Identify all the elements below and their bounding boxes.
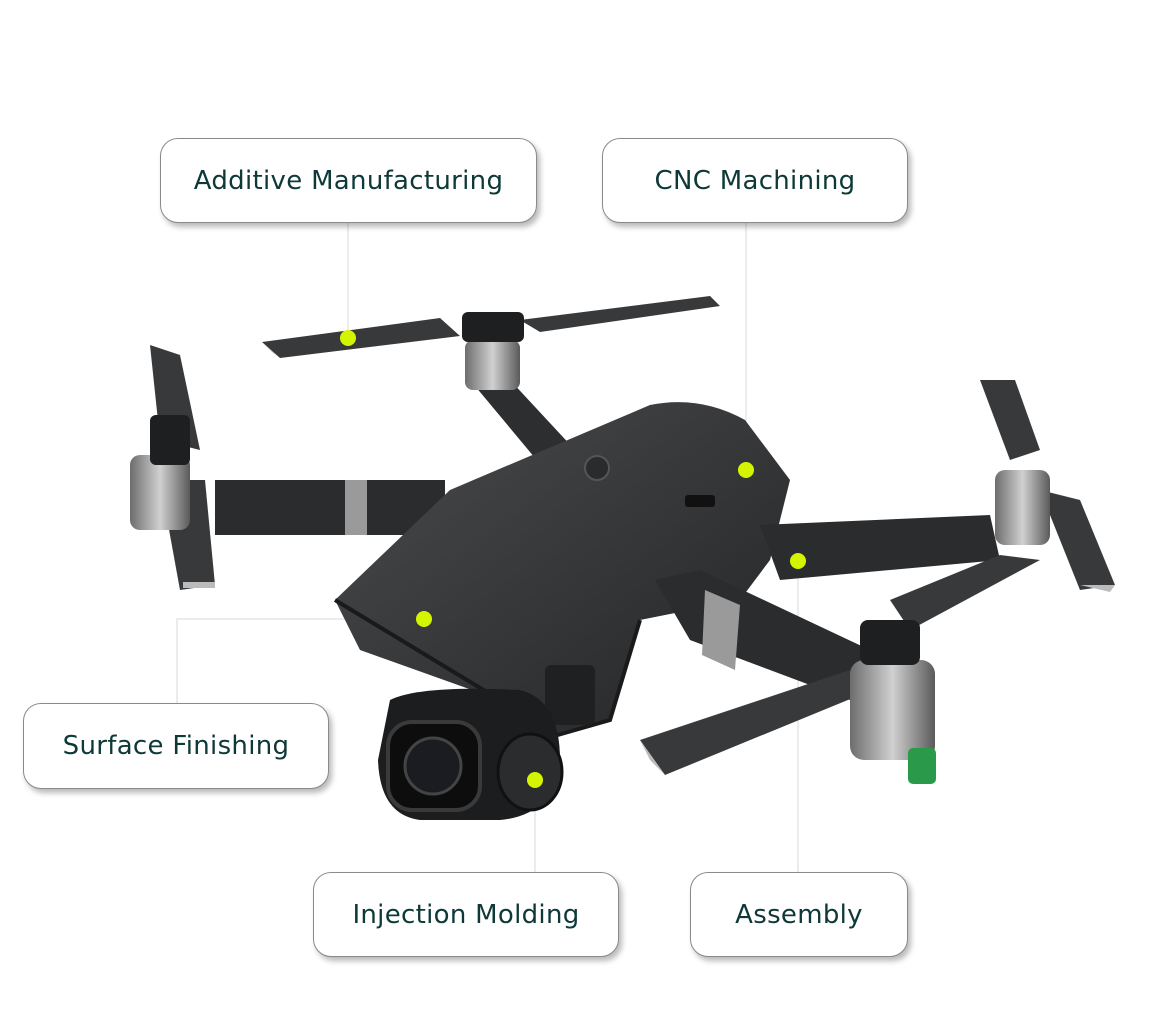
label-text: Surface Finishing [62, 731, 290, 761]
label-cnc-machining: CNC Machining [602, 138, 908, 223]
front-propeller [640, 555, 1040, 775]
label-text: CNC Machining [654, 165, 856, 196]
marker-assembly [790, 553, 806, 569]
motor [130, 455, 190, 530]
label-text: Additive Manufacturing [193, 165, 504, 196]
marker-surface [416, 611, 432, 627]
marker-injection [527, 772, 543, 788]
label-surface-finishing: Surface Finishing [23, 703, 329, 789]
right-propeller [980, 380, 1115, 592]
label-injection-molding: Injection Molding [313, 872, 619, 957]
motor [995, 470, 1050, 545]
label-text: Assembly [735, 899, 863, 930]
drone-body [335, 402, 790, 740]
rear-arm-left [470, 380, 575, 470]
motor [465, 340, 520, 390]
marker-additive [340, 330, 356, 346]
label-assembly: Assembly [690, 872, 908, 957]
marker-cnc [738, 462, 754, 478]
arm-left [215, 480, 445, 535]
label-additive-manufacturing: Additive Manufacturing [160, 138, 537, 223]
label-text: Injection Molding [352, 899, 580, 930]
markers [340, 330, 806, 788]
rear-left-propeller [262, 296, 720, 358]
arm-front-right [760, 515, 1000, 580]
gimbal-camera [378, 665, 595, 820]
motor [850, 660, 935, 760]
